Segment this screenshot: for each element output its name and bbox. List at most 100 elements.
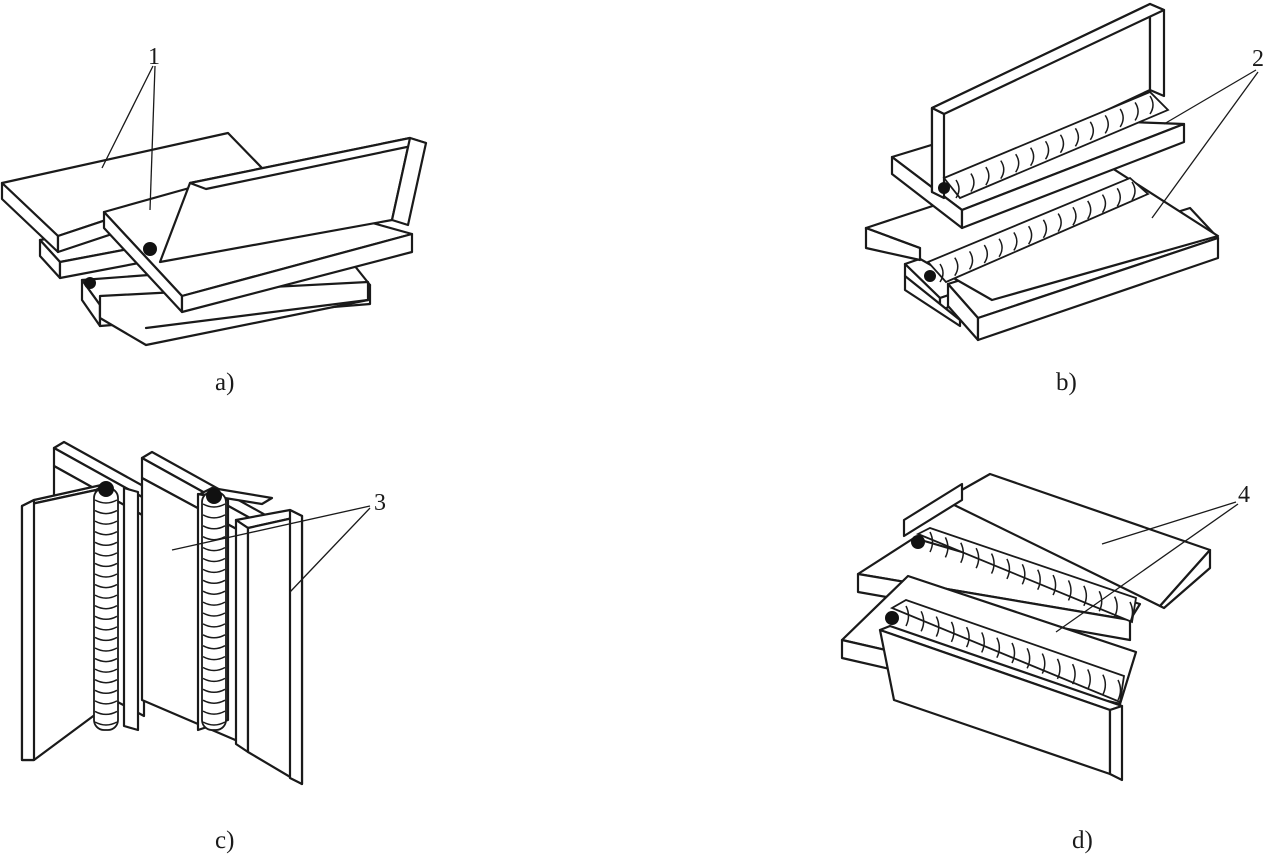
weld-ripple — [202, 503, 226, 508]
weld-root-d-2 — [885, 611, 899, 625]
plate-d-top — [902, 472, 1212, 610]
weld-ripple — [94, 499, 118, 504]
weld-ripple — [998, 238, 1003, 258]
weld-ripple — [1021, 563, 1026, 585]
weld-ripple — [1042, 219, 1048, 239]
weld-bead-b-upper — [942, 90, 1170, 200]
weld-ripple — [975, 547, 980, 569]
caption-c: c) — [215, 827, 234, 854]
caption-d: d) — [1072, 827, 1093, 854]
weld-ripple — [94, 700, 118, 705]
leader-a-2 — [149, 65, 156, 211]
weld-ripple — [905, 605, 910, 627]
weld-ripple — [990, 553, 995, 574]
plate-a-upright — [158, 136, 428, 264]
weld-ripple — [1011, 642, 1016, 664]
weld-ripple — [94, 573, 118, 578]
weld-root-a-1 — [143, 242, 157, 256]
weld-ripple — [202, 666, 226, 672]
weld-ripple — [202, 557, 226, 563]
plate-a-bottom-lower — [98, 280, 370, 347]
weld-ripple — [968, 250, 974, 270]
weld-ripple — [1013, 232, 1018, 251]
weld-ripple — [1006, 558, 1011, 580]
weld-ripple — [1101, 194, 1107, 214]
weld-ripple — [94, 562, 118, 568]
leader-c-2 — [289, 507, 371, 593]
weld-ripple — [94, 520, 118, 525]
weld-ripple — [202, 514, 226, 519]
weld-bead-d-lower — [889, 599, 1126, 704]
weld-ripple — [1102, 674, 1107, 696]
weld-ripple — [981, 632, 985, 653]
weld-ripple — [1029, 147, 1035, 167]
weld-ripple — [94, 721, 118, 726]
weld-ripple — [1000, 160, 1005, 180]
weld-ripple — [1116, 187, 1121, 207]
panel-c — [20, 440, 371, 786]
weld-ripple — [1074, 127, 1080, 147]
weld-ripple — [94, 583, 118, 589]
weld-ripple — [1056, 658, 1061, 680]
weld-ripple — [1037, 569, 1041, 591]
weld-ripple — [94, 615, 118, 621]
weld-ripple — [202, 546, 226, 552]
weld-ripple — [944, 537, 949, 558]
weld-root-b-2 — [924, 270, 936, 282]
weld-ripple — [202, 634, 226, 639]
weld-bead-b-lower — [926, 176, 1150, 284]
weld-root-b-1 — [938, 182, 950, 194]
weld-ripple — [94, 605, 118, 610]
weld-ripple — [1052, 574, 1057, 596]
weld-ripple — [202, 710, 226, 715]
weld-ripple — [1104, 114, 1109, 134]
panel-b — [864, 2, 1259, 342]
plate-c-left-flange — [20, 482, 140, 762]
weld-ripple — [1113, 596, 1118, 617]
weld-ripple — [1015, 153, 1020, 173]
weld-ripple — [960, 542, 965, 564]
weld-ripple — [94, 626, 118, 631]
weld-ripple — [202, 688, 226, 694]
weld-ripple — [1131, 181, 1136, 201]
weld-ripple — [920, 610, 925, 632]
weld-ripple — [202, 677, 226, 683]
weld-ripple — [202, 655, 226, 661]
weld-ripple — [985, 166, 990, 186]
weld-ripple — [965, 626, 970, 648]
weld-ripple — [94, 647, 118, 652]
weld-ripple — [1026, 647, 1031, 669]
weld-ripple — [1089, 121, 1095, 141]
weld-ripple — [950, 621, 955, 643]
label-1: 1 — [148, 44, 160, 70]
weld-ripple — [970, 173, 975, 192]
weld-ripple — [94, 689, 118, 695]
weld-ripple — [202, 579, 226, 585]
leader-d-1 — [1101, 501, 1237, 545]
weld-ripple — [1057, 213, 1062, 232]
panel-a — [0, 65, 428, 347]
weld-ripple — [1119, 108, 1124, 128]
weld-root-d-1 — [911, 535, 925, 549]
weld-ripple — [202, 590, 226, 595]
weld-ripple — [1117, 679, 1122, 701]
weld-ripple — [1083, 585, 1088, 607]
weld-ripple — [1027, 225, 1033, 245]
weld-ripple — [1134, 102, 1139, 121]
panel-d — [840, 472, 1239, 782]
label-2: 2 — [1252, 46, 1264, 72]
weld-ripple — [1098, 590, 1103, 612]
weld-ripple — [1129, 601, 1134, 623]
weld-bead-c-right — [201, 491, 227, 731]
weld-ripple — [94, 552, 118, 557]
weld-ripple — [202, 721, 226, 726]
weld-ripple — [202, 525, 226, 530]
weld-ripple — [1067, 580, 1072, 601]
weld-ripple — [94, 541, 118, 547]
weld-ripple — [996, 637, 1001, 659]
weld-root-c-2 — [206, 488, 222, 504]
weld-ripple — [1041, 653, 1046, 674]
weld-ripple — [1071, 663, 1076, 685]
weld-ripple — [94, 668, 118, 673]
